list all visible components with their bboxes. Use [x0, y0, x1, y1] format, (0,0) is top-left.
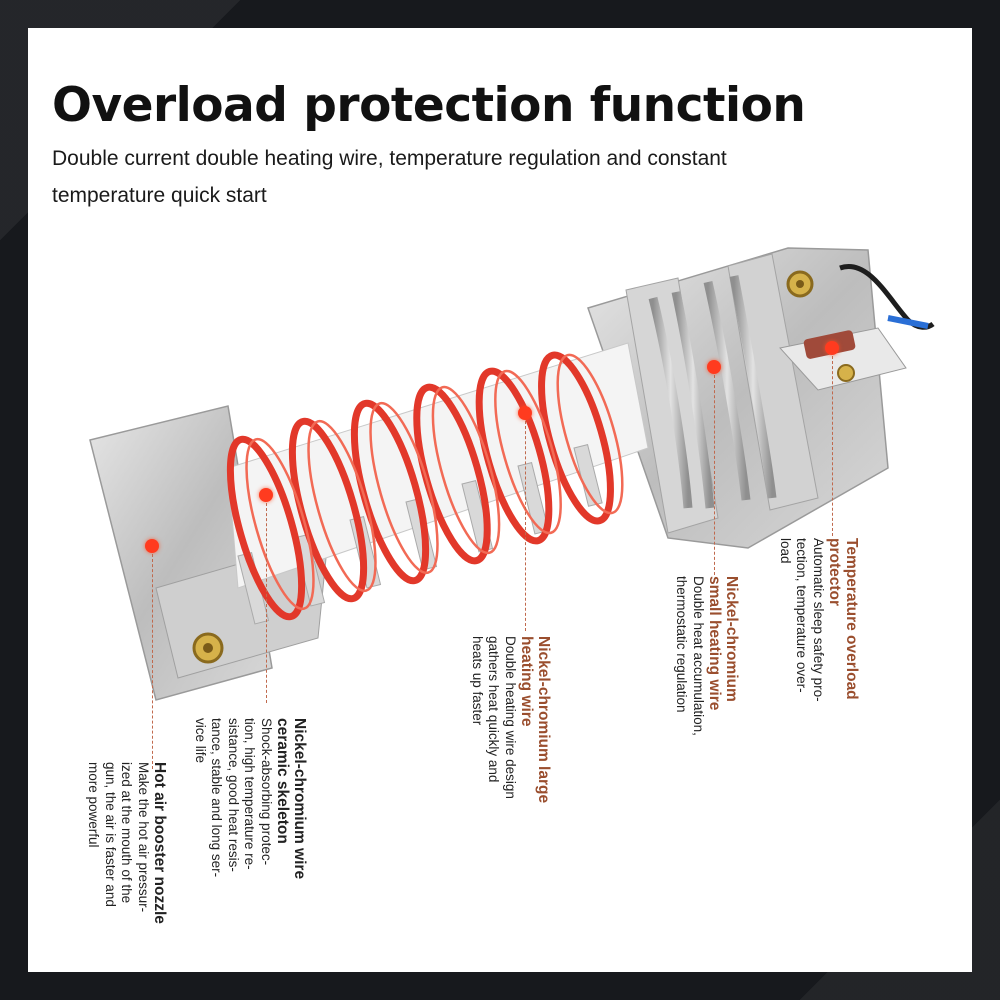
callout-skeleton-desc: Shock-absorbing protec- tion, high tempe…	[193, 718, 274, 878]
skeleton-leader-line	[266, 503, 267, 703]
callout-nozzle-desc: Make the hot air pressur- ized at the mo…	[86, 762, 152, 913]
heating-element-illustration	[89, 247, 935, 701]
callout-small-heating-wire: Nickel-chromium small heating wire Doubl…	[673, 576, 741, 736]
callout-large-wire-title: Nickel-chromium large heating wire	[518, 636, 552, 804]
brass-rivets	[192, 270, 814, 664]
callout-large-heating-wire: Nickel-chromium large heating wire Doubl…	[469, 636, 552, 804]
callout-skeleton-title: Nickel-chromium wire ceramic skeleton	[274, 718, 308, 880]
skeleton-marker-dot	[259, 488, 273, 502]
callout-nozzle-title: Hot air booster nozzle	[151, 762, 168, 924]
nozzle-leader-line	[152, 554, 153, 769]
small-wire-marker-dot	[707, 360, 721, 374]
protector-marker-dot	[825, 341, 839, 355]
callout-small-wire-title: Nickel-chromium small heating wire	[706, 576, 740, 711]
callout-protector-desc: Automatic sleep safety pro- tection, tem…	[778, 538, 826, 702]
callout-small-wire-desc: Double heat accumulation, thermostatic r…	[674, 576, 707, 736]
protector-leader-line	[832, 356, 833, 536]
callout-hot-air-nozzle: Hot air booster nozzle Make the hot air …	[85, 762, 169, 924]
page-subtitle: Double current double heating wire, temp…	[52, 147, 727, 207]
small-heating-coil	[648, 275, 777, 509]
small-wire-leader-line	[714, 375, 715, 575]
callout-protector-title: Temperature overload protector	[826, 538, 860, 700]
nozzle-marker-dot	[145, 539, 159, 553]
callout-large-wire-desc: Double heating wire design gathers heat …	[470, 636, 518, 799]
page-title: Overload protection function	[52, 78, 806, 133]
large-wire-marker-dot	[518, 406, 532, 420]
callout-overload-protector: Temperature overload protector Automatic…	[777, 538, 860, 702]
callout-ceramic-skeleton: Nickel-chromium wire ceramic skeleton Sh…	[192, 718, 308, 880]
thermal-protector	[779, 263, 935, 391]
large-wire-leader-line	[525, 421, 526, 631]
large-heating-coil-highlight	[245, 353, 624, 611]
product-card: Overload protection function Double curr…	[28, 28, 972, 972]
